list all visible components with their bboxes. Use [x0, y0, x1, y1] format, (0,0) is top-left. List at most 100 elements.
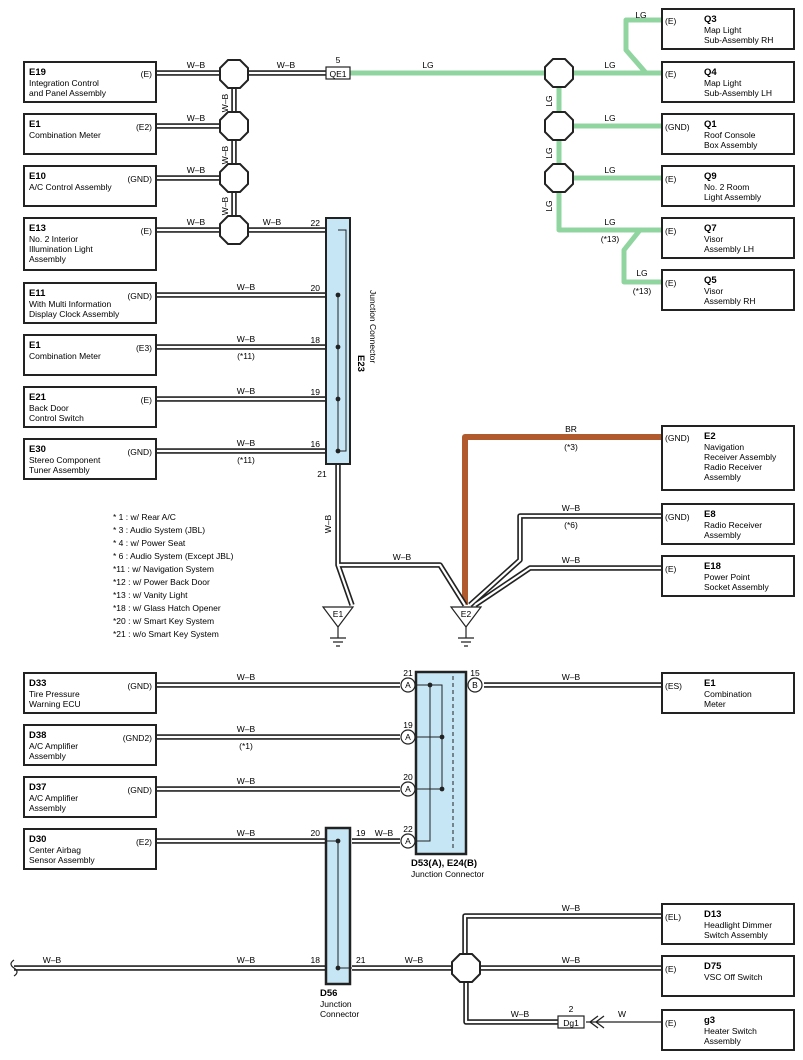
svg-text:Meter: Meter: [704, 699, 726, 709]
component-d37: D37 A/C Amplifier Assembly (GND): [23, 776, 157, 818]
svg-text:LG: LG: [422, 60, 433, 70]
wire-labels: W–B W–B W–B W–B W–B W–B W–B W–B W–B W–B …: [43, 10, 648, 1019]
lg-wire-q3-branch: [623, 17, 662, 75]
svg-text:Sub-Assembly RH: Sub-Assembly RH: [704, 35, 773, 45]
svg-text:(GND): (GND): [665, 512, 690, 522]
svg-text:A/C Control Assembly: A/C Control Assembly: [29, 182, 112, 192]
svg-text:(E): (E): [141, 226, 153, 236]
svg-text:(E): (E): [665, 564, 677, 574]
svg-text:2: 2: [569, 1004, 574, 1014]
svg-text:22: 22: [311, 218, 321, 228]
splice-e19: [219, 59, 249, 89]
svg-text:Tuner Assembly: Tuner Assembly: [29, 465, 90, 475]
connector-labels: E23 Junction Connector D53(A), E24(B) Ju…: [320, 290, 484, 1019]
svg-text:(E): (E): [665, 1018, 677, 1028]
component-e30: E30 Stereo Component Tuner Assembly (GND…: [23, 438, 157, 480]
svg-text:(E): (E): [665, 16, 677, 26]
svg-text:E30: E30: [29, 444, 46, 455]
component-q5: (E) Q5 Visor Assembly RH: [661, 269, 795, 311]
svg-text:Back Door: Back Door: [29, 403, 69, 413]
svg-text:21: 21: [403, 668, 413, 678]
svg-text:(*11): (*11): [237, 351, 255, 361]
svg-text:A/C Amplifier: A/C Amplifier: [29, 793, 78, 803]
svg-text:W–B: W–B: [220, 196, 230, 215]
svg-text:Assembly: Assembly: [29, 803, 67, 813]
svg-text:W–B: W–B: [562, 903, 581, 913]
svg-text:LG: LG: [604, 165, 615, 175]
svg-text:(*13): (*13): [633, 286, 652, 296]
component-q7: (E) Q7 Visor Assembly LH: [661, 217, 795, 259]
svg-text:E1: E1: [29, 340, 41, 351]
svg-text:and Panel Assembly: and Panel Assembly: [29, 88, 107, 98]
svg-text:Assembly LH: Assembly LH: [704, 244, 754, 254]
svg-text:15: 15: [470, 668, 480, 678]
svg-text:18: 18: [311, 335, 321, 345]
svg-text:*18 : w/ Glass Hatch Opener: *18 : w/ Glass Hatch Opener: [113, 603, 221, 613]
svg-text:LG: LG: [604, 217, 615, 227]
svg-text:LG: LG: [636, 268, 647, 278]
svg-text:E2: E2: [704, 431, 716, 442]
svg-text:(E): (E): [665, 278, 677, 288]
component-e21: E21 Back Door Control Switch (E): [23, 386, 157, 428]
svg-text:Socket Assembly: Socket Assembly: [704, 582, 769, 592]
svg-text:W–B: W–B: [375, 828, 394, 838]
svg-text:W–B: W–B: [237, 438, 256, 448]
svg-text:W–B: W–B: [187, 217, 206, 227]
svg-text:(EL): (EL): [665, 912, 681, 922]
svg-text:W–B: W–B: [237, 282, 256, 292]
svg-text:20: 20: [311, 283, 321, 293]
footnote-list: * 1 : w/ Rear A/C * 3 : Audio System (JB…: [113, 512, 234, 639]
svg-text:E18: E18: [704, 561, 721, 572]
svg-text:(GND): (GND): [127, 291, 152, 301]
svg-text:(GND): (GND): [665, 433, 690, 443]
connector-qe1: QE1 5: [325, 55, 351, 80]
svg-text:Tire Pressure: Tire Pressure: [29, 689, 80, 699]
lg-wire-q5: [621, 228, 662, 285]
svg-text:Power Point: Power Point: [704, 572, 750, 582]
svg-text:(GND): (GND): [127, 174, 152, 184]
svg-text:*11 : w/ Navigation System: *11 : w/ Navigation System: [113, 564, 214, 574]
svg-text:Junction Connector: Junction Connector: [368, 290, 378, 363]
svg-text:19: 19: [356, 828, 366, 838]
junction-e23: [325, 217, 351, 465]
svg-text:(GND): (GND): [127, 785, 152, 795]
svg-text:D75: D75: [704, 961, 722, 972]
svg-text:(GND): (GND): [127, 447, 152, 457]
svg-text:E1: E1: [704, 678, 716, 689]
svg-text:W–B: W–B: [237, 672, 256, 682]
svg-text:D56: D56: [320, 988, 337, 999]
svg-text:(GND): (GND): [665, 122, 690, 132]
svg-text:W–B: W–B: [237, 955, 256, 965]
svg-text:(GND2): (GND2): [123, 733, 152, 743]
svg-text:*20 : w/ Smart Key System: *20 : w/ Smart Key System: [113, 616, 214, 626]
svg-text:E23: E23: [355, 355, 366, 372]
svg-text:Warning ECU: Warning ECU: [29, 699, 81, 709]
svg-text:LG: LG: [604, 113, 615, 123]
svg-text:Box Assembly: Box Assembly: [704, 140, 758, 150]
svg-text:D33: D33: [29, 678, 46, 689]
svg-text:W–B: W–B: [562, 555, 581, 565]
svg-text:LG: LG: [604, 60, 615, 70]
svg-text:(*11): (*11): [237, 455, 255, 465]
svg-text:(*1): (*1): [239, 741, 253, 751]
component-d75: (E) D75 VSC Off Switch: [661, 955, 795, 997]
svg-text:g3: g3: [704, 1015, 715, 1026]
svg-text:W–B: W–B: [220, 145, 230, 164]
svg-text:Map Light: Map Light: [704, 25, 742, 35]
connector-dg1: Dg1 2: [557, 1004, 585, 1029]
svg-text:19: 19: [403, 720, 413, 730]
svg-text:A: A: [405, 732, 411, 742]
svg-text:No. 2 Room: No. 2 Room: [704, 182, 749, 192]
svg-text:(ES): (ES): [665, 681, 682, 691]
lg-wire-group: [350, 17, 662, 285]
svg-text:Display Clock Assembly: Display Clock Assembly: [29, 309, 120, 319]
svg-text:Junction: Junction: [320, 999, 352, 1009]
component-e1-e2: E1 Combination Meter (E2): [23, 113, 157, 155]
svg-text:Radio Receiver: Radio Receiver: [704, 462, 762, 472]
wb-wires-inner: [14, 71, 662, 1024]
svg-text:W–B: W–B: [562, 503, 581, 513]
svg-text:LG: LG: [544, 147, 554, 158]
svg-text:No. 2 Interior: No. 2 Interior: [29, 234, 78, 244]
svg-text:W–B: W–B: [263, 217, 282, 227]
component-g3: (E) g3 Heater Switch Assembly: [661, 1009, 795, 1051]
